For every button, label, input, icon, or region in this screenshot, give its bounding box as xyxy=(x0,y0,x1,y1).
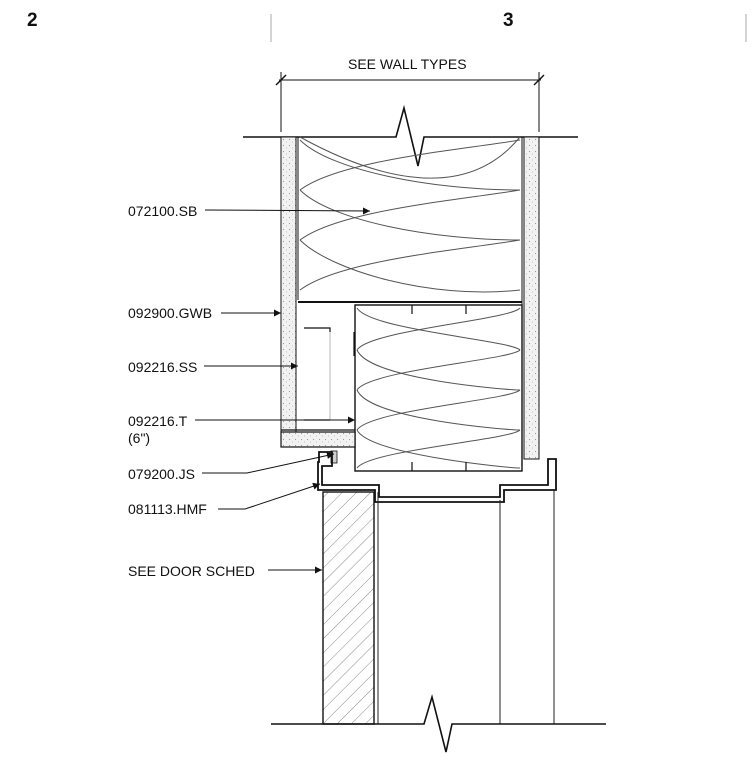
bottom-break-line xyxy=(271,693,606,753)
left-sheathing xyxy=(280,136,297,433)
dimension-line xyxy=(275,72,545,132)
right-sheathing xyxy=(523,136,540,460)
dimension-label: SEE WALL TYPES xyxy=(348,56,467,72)
callout-072100-sb: 072100.SB xyxy=(128,203,198,219)
grid-marker-3: 3 xyxy=(503,10,514,31)
leader-lines xyxy=(195,207,371,574)
callout-079200-js: 079200.JS xyxy=(128,466,195,482)
callout-081113-hmf: 081113.HMF xyxy=(128,501,207,517)
callout-092216-ss: 092216.SS xyxy=(128,359,198,375)
callout-092900-gwb: 092900.GWB xyxy=(128,305,213,321)
head-track xyxy=(280,431,356,448)
lower-stud-cavity xyxy=(354,304,523,472)
top-break-line xyxy=(243,104,578,167)
lower-insulation xyxy=(356,307,521,469)
door-leaf xyxy=(322,491,375,725)
upper-insulation xyxy=(299,136,521,293)
callout-track-size: (6") xyxy=(128,430,151,446)
hollow-metal-frame xyxy=(317,451,557,503)
callout-092216-t: 092216.T xyxy=(128,413,188,429)
callout-see-door-sched: SEE DOOR SCHED xyxy=(128,563,255,579)
steel-stud-bracket xyxy=(304,327,355,421)
grid-marker-2: 2 xyxy=(27,10,38,31)
